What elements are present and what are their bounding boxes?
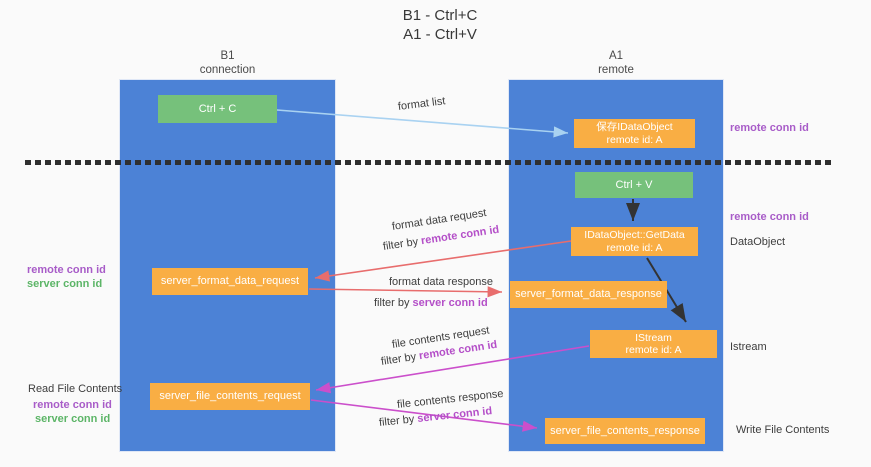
node-server-format-data-response: server_format_data_response: [510, 281, 667, 308]
node-server-format-data-response-label: server_format_data_response: [515, 288, 662, 300]
annotation-remote-conn-id-top-right: remote conn id: [730, 122, 809, 134]
filter-key-server-conn-id: server conn id: [412, 297, 488, 309]
node-idataobject-getdata: IDataObject::GetData remote id: A: [571, 227, 698, 256]
annotation-remote-conn-id-mid-right: remote conn id: [730, 211, 809, 223]
node-ctrl-v-label: Ctrl + V: [615, 178, 653, 191]
node-server-file-contents-response-label: server_file_contents_response: [550, 424, 700, 437]
node-istream-line2: remote id: A: [625, 344, 682, 356]
edge-label-format-list: format list: [397, 95, 447, 113]
filter-prefix: filter by: [378, 413, 418, 429]
node-saved-dataobject: 保存IDataObject remote id: A: [574, 119, 695, 148]
filter-prefix: filter by: [380, 350, 420, 368]
node-server-file-contents-request: server_file_contents_request: [150, 383, 310, 410]
annotation-istream: Istream: [730, 341, 767, 353]
filter-prefix: filter by: [374, 297, 413, 309]
right-column-name: A1: [608, 50, 624, 62]
annotation-server-conn-id-left-bottom: server conn id: [35, 413, 111, 425]
title-line-2: A1 - Ctrl+V: [403, 26, 477, 43]
filter-prefix: filter by: [382, 235, 422, 253]
edge-label-format-data-response: format data response: [389, 276, 493, 288]
filter-key-server-conn-id: server conn id: [416, 405, 493, 425]
node-server-file-contents-request-label: server_file_contents_request: [159, 390, 301, 402]
node-istream: IStream remote id: A: [590, 330, 717, 358]
node-idataobject-getdata-line2: remote id: A: [606, 241, 663, 254]
node-ctrl-c-label: Ctrl + C: [198, 102, 237, 115]
right-column-subtitle: remote: [598, 64, 634, 76]
edge-label-format-response-filter: filter by server conn id: [374, 297, 488, 309]
annotation-read-file-contents: Read File Contents: [28, 383, 123, 395]
node-server-file-contents-response: server_file_contents_response: [545, 418, 705, 444]
node-server-format-data-request-label: server_format_data_request: [160, 275, 300, 287]
left-column-header: B1 connection: [119, 49, 336, 77]
left-column-name: B1: [220, 50, 235, 62]
node-saved-dataobject-line1: 保存IDataObject: [596, 121, 673, 133]
node-idataobject-getdata-line1: IDataObject::GetData: [584, 229, 685, 241]
annotation-remote-conn-id-left-top: remote conn id: [27, 264, 106, 276]
format-data-response-arrow: [308, 286, 503, 298]
diagram-title: B1 - Ctrl+C A1 - Ctrl+V: [300, 6, 580, 44]
left-column-subtitle: connection: [199, 64, 256, 76]
node-istream-line1: IStream: [635, 331, 672, 344]
annotation-write-file-contents: Write File Contents: [736, 424, 830, 436]
annotation-remote-conn-id-left-bottom: remote conn id: [33, 399, 112, 411]
title-line-1: B1 - Ctrl+C: [402, 7, 478, 24]
annotation-server-conn-id-left-top: server conn id: [27, 278, 103, 290]
node-ctrl-c: Ctrl + C: [158, 95, 277, 123]
node-saved-dataobject-line2: remote id: A: [606, 133, 663, 146]
right-column-header: A1 remote: [508, 49, 724, 77]
edge-label-file-response-filter: filter by server conn id: [378, 405, 492, 429]
node-ctrl-v: Ctrl + V: [575, 172, 693, 198]
filter-key-remote-conn-id: remote conn id: [420, 223, 500, 248]
annotation-dataobject: DataObject: [730, 236, 786, 248]
node-server-format-data-request: server_format_data_request: [152, 268, 308, 295]
